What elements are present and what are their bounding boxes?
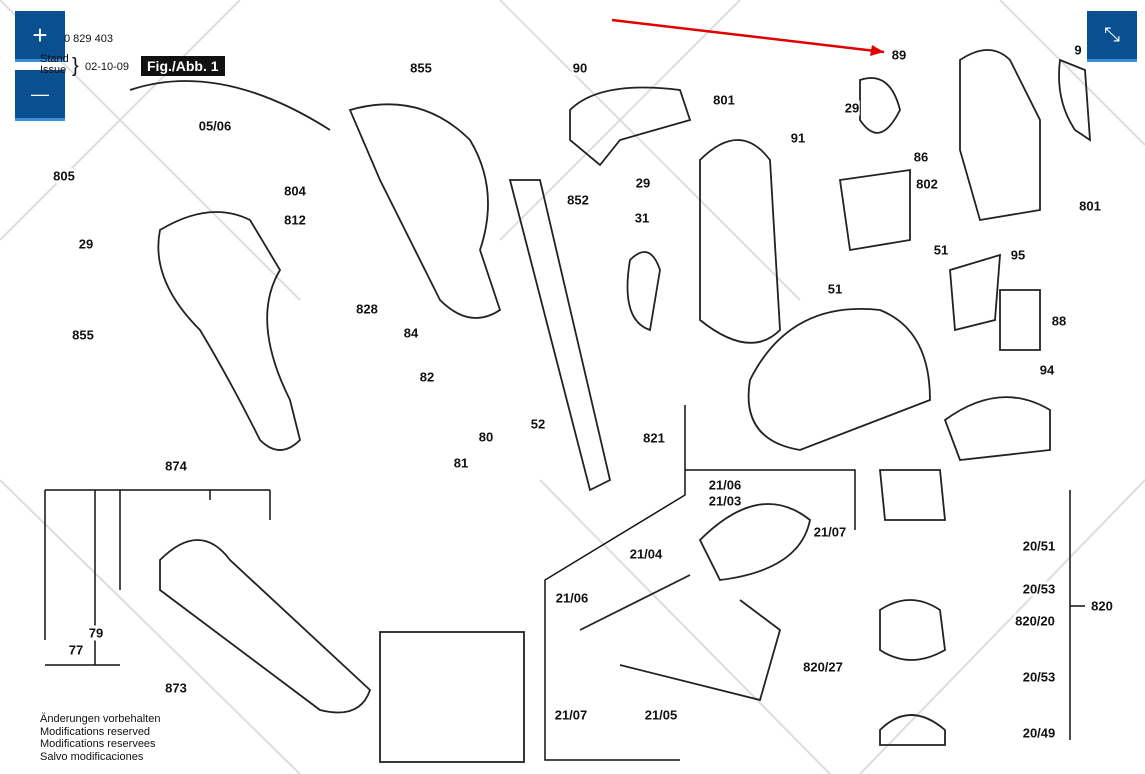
- stand-issue: Stand Issue: [40, 54, 69, 76]
- issue-label: Issue: [40, 64, 67, 76]
- part-label: 52: [529, 416, 547, 432]
- part-label: 21/06: [554, 590, 590, 606]
- part-label: 84: [402, 325, 420, 341]
- part-label: 801: [712, 92, 736, 108]
- part-label: 86: [912, 149, 930, 165]
- part-label: 855: [409, 60, 433, 76]
- part-label: 874: [164, 458, 188, 474]
- zoom-in-button[interactable]: +: [15, 11, 65, 62]
- part-label: 805: [52, 168, 76, 184]
- part-label: 20/53: [1021, 581, 1057, 597]
- part-label: 89: [890, 47, 908, 63]
- part-label: 820/27: [802, 659, 844, 675]
- part-label: 802: [915, 176, 939, 192]
- part-label: 828: [355, 301, 379, 317]
- part-label: 88: [1050, 313, 1068, 329]
- part-label: 20/53: [1021, 669, 1057, 685]
- part-label: 82: [418, 369, 436, 385]
- part-label: 21/07: [553, 707, 589, 723]
- part-label: 29: [77, 236, 95, 252]
- part-label: 81: [452, 455, 470, 471]
- part-label: 852: [566, 192, 590, 208]
- red-arrow: [611, 18, 885, 54]
- part-label: 820: [1090, 598, 1114, 614]
- part-label: 804: [283, 183, 307, 199]
- exit-fullscreen-button[interactable]: ⤡: [1087, 11, 1137, 62]
- part-label: 812: [283, 212, 307, 228]
- part-outlines: [129, 49, 1092, 763]
- note-line: Modifications reservees: [40, 738, 156, 750]
- part-label: 29: [634, 175, 652, 191]
- note-line: Änderungen vorbehalten: [40, 713, 161, 725]
- part-label: 77: [67, 642, 85, 658]
- brace: }: [72, 55, 79, 77]
- part-label: 31: [633, 210, 651, 226]
- part-label: 21/06: [707, 477, 743, 493]
- part-label: 94: [1038, 362, 1056, 378]
- part-label: 05/06: [197, 118, 233, 134]
- part-label: 21/07: [812, 524, 848, 540]
- part-label: 821: [642, 430, 666, 446]
- part-label: 29: [843, 100, 861, 116]
- part-label: 855: [71, 327, 95, 343]
- note-line: Modifications reserved: [40, 725, 151, 738]
- part-label: 79: [87, 625, 105, 641]
- stand-label: Stand: [40, 53, 69, 65]
- figure-label: Fig./Abb. 1: [141, 56, 225, 76]
- part-label: 51: [932, 242, 950, 258]
- leader-lines: [44, 405, 1085, 761]
- part-label: 801: [1078, 198, 1102, 214]
- part-label: 91: [789, 130, 807, 146]
- part-label: 51: [826, 281, 844, 297]
- zoom-out-button[interactable]: —: [15, 70, 65, 121]
- part-label: 80: [477, 429, 495, 445]
- part-label: 21/03: [707, 493, 743, 509]
- part-label: 21/05: [643, 707, 679, 723]
- part-number: 0 829 403: [64, 33, 113, 45]
- note-line: Salvo modificaciones: [40, 750, 144, 763]
- part-label: 95: [1009, 247, 1027, 263]
- issue-date: 02-10-09: [85, 61, 130, 73]
- part-label: 90: [571, 60, 589, 76]
- part-label: 9: [1073, 42, 1083, 58]
- notes: Änderungen vorbehalten Modifications res…: [40, 713, 160, 763]
- part-label: 820/20: [1014, 613, 1056, 629]
- part-label: 873: [164, 680, 188, 696]
- part-label: 21/04: [628, 546, 664, 562]
- part-label: 20/49: [1021, 725, 1057, 741]
- part-label: 20/51: [1021, 538, 1057, 554]
